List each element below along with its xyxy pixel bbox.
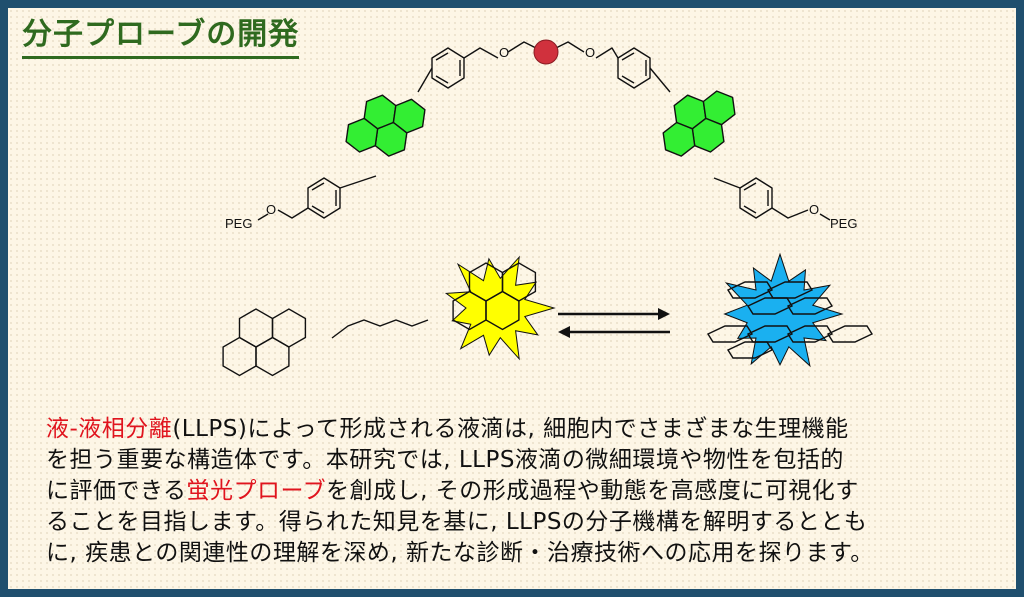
schematic-pyrene-left-ring-3 [222,336,257,377]
linker-bottom-left [277,207,309,219]
description-line: ることを目指します。得られた知見を基に, LLPSの分子機構を解明するととも [46,507,986,538]
pyrene-left-ring-3 [345,117,379,153]
benzene-top-right [617,47,651,89]
linker-top-center-right [555,41,585,53]
oxygen-label-left: O [266,202,276,217]
peg-label-left: PEG [225,216,252,231]
excimer-schematic [706,252,874,368]
description-text: に評価できる [46,478,187,504]
monomer-glow [444,255,556,361]
benzene-bottom-left [307,177,341,219]
benzene-bottom-right [739,177,773,219]
excimer-top-ring-2 [746,297,794,315]
excimer-top-ring-0 [726,281,774,299]
monomer-schematic [222,255,556,377]
pyrene-right [662,90,736,157]
schematic-pyrene-left-ring-2 [255,336,290,377]
center-dot [533,39,559,65]
description-text: を創成し, その形成過程や動態を高感度に可視化す [326,478,859,504]
description-line: に, 疾患との関連性の理解を深め, 新たな診断・治療技術への応用を探ります。 [46,538,986,569]
excimer-bottom-ring-4 [826,325,874,343]
description-text: ることを目指します。得られた知見を基に, LLPSの分子機構を解明するととも [46,509,868,535]
description-line: に評価できる蛍光プローブを創成し, その形成過程や動態を高感度に可視化す [46,476,986,507]
bond-pyrene-benzene-bottom-right [713,177,741,189]
linker-top-center [507,41,537,53]
pyrene-right-ring-3 [662,121,696,157]
description-text: に, 疾患との関連性の理解を深め, 新たな診断・治療技術への応用を探ります。 [46,540,874,566]
oxygen-label-top-right: O [585,45,595,60]
description-text: (LLPS)によって形成される液滴は, 細胞内でさまざまな生理機能 [172,416,849,442]
excimer-bottom-ring-3 [786,325,834,343]
description-line: 液-液相分離(LLPS)によって形成される液滴は, 細胞内でさまざまな生理機能 [46,414,986,445]
bond-pyrene-benzene-bottom-left [339,175,377,189]
schematic-pyrene-left-ring-1 [271,308,307,348]
oxygen-label-right: O [809,202,819,217]
peg-label-right: PEG [830,216,857,231]
excimer-bottom-ring-0 [706,325,754,343]
bond-o-peg-left [257,213,269,221]
highlight-term: 蛍光プローブ [186,478,327,504]
schematic-pyrene-right-ring-3 [452,290,487,331]
bond-benzene-pyrene-top-left [417,67,433,93]
description-line: を担う重要な構造体です。本研究では, LLPS液滴の微細環境や物性を包括的 [46,445,986,476]
schematic-pyrene-left-ring-0 [238,308,274,348]
excimer-top-ring-3 [786,297,834,315]
page-title: 分子プローブの開発 [22,16,300,59]
highlight-term: 液-液相分離 [46,416,173,442]
linker-top-left [463,47,499,59]
linker-bottom-right [771,207,809,219]
probe-diagram: PEG O O O O PEG [222,39,874,377]
pyrene-left [345,94,426,157]
description: 液-液相分離(LLPS)によって形成される液滴は, 細胞内でさまざまな生理機能を… [46,414,986,569]
linker-top-right [595,47,619,59]
bond-o-peg-right [819,213,831,221]
slide-frame: 分子プローブの開発 [8,8,1016,589]
equilibrium-arrows [558,308,670,338]
excimer-bottom-ring-2 [726,341,774,359]
description-text: を担う重要な構造体です。本研究では, LLPS液滴の微細環境や物性を包括的 [46,447,844,473]
benzene-top-left [431,47,465,89]
oxygen-label-top-left: O [499,45,509,60]
bond-benzene-pyrene-top-right [649,67,671,93]
